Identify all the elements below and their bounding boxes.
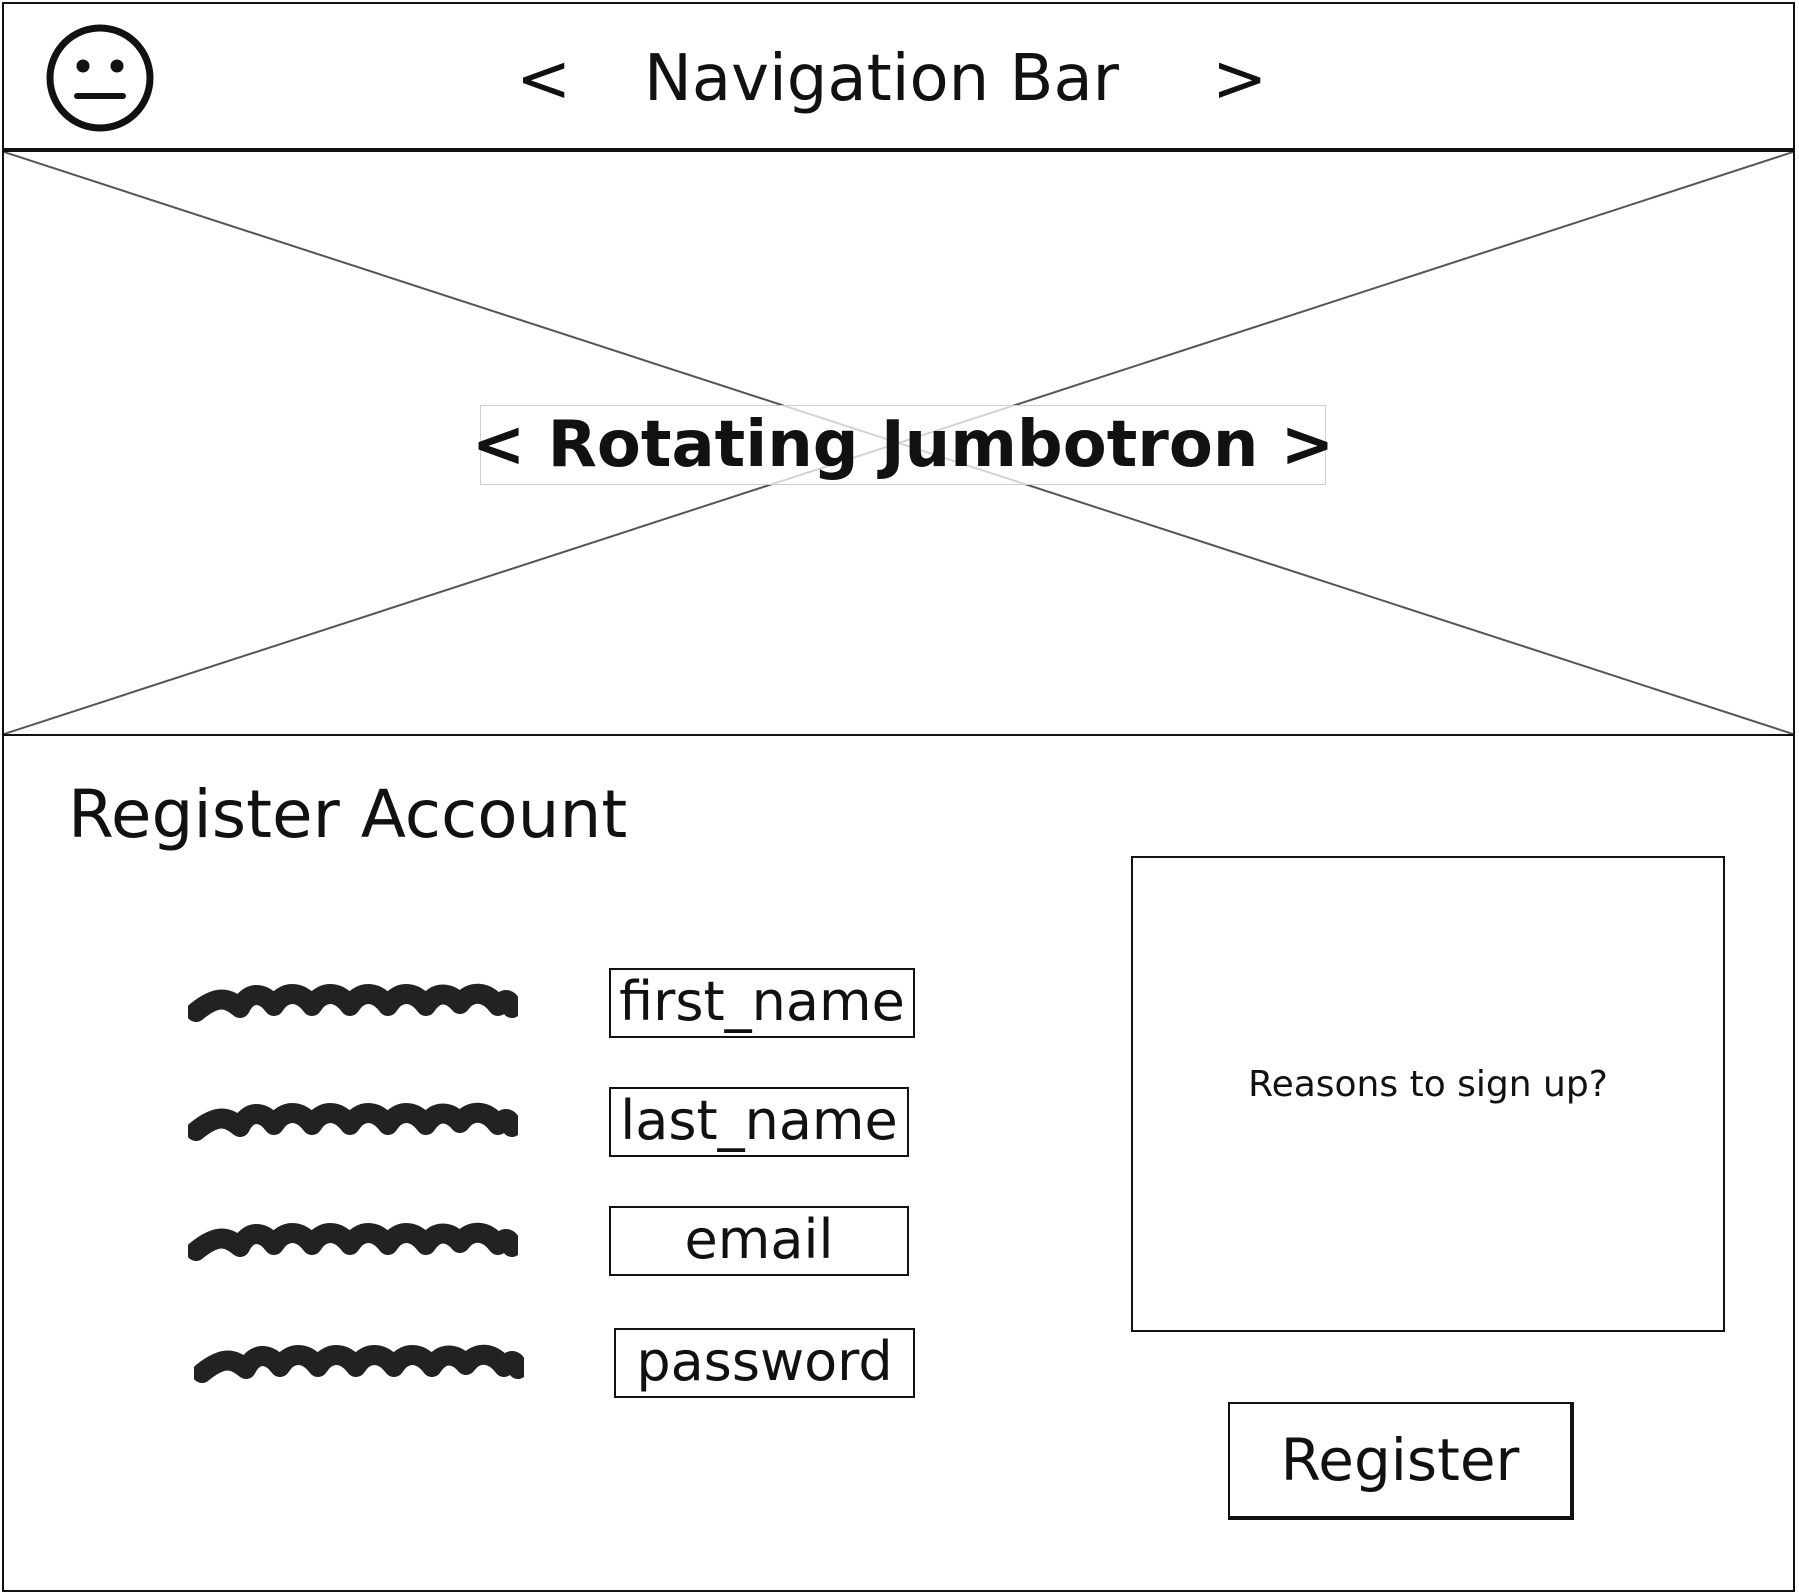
signup-reasons-text: Reasons to sign up? (1248, 1063, 1608, 1105)
jumbotron-caption: < Rotating Jumbotron > (472, 405, 1334, 485)
password-field[interactable]: password (614, 1328, 915, 1398)
form-title: Register Account (68, 776, 628, 853)
field-label-scribble (188, 983, 518, 1022)
nav-next-button[interactable]: > (1212, 40, 1268, 117)
neutral-face-icon[interactable] (44, 22, 156, 134)
signup-reasons-box: Reasons to sign up? (1131, 856, 1725, 1332)
last-name-field[interactable]: last_name (609, 1087, 909, 1157)
nav-prev-button[interactable]: < (516, 40, 572, 117)
nav-title: Navigation Bar (644, 42, 1119, 116)
field-label-scribble (194, 1344, 524, 1383)
navigation-bar: < Navigation Bar > (2, 2, 1795, 150)
rotating-jumbotron[interactable]: < Rotating Jumbotron > (2, 150, 1795, 736)
field-label-scribble (188, 1102, 518, 1141)
field-label-scribble (188, 1222, 518, 1261)
register-button[interactable]: Register (1228, 1402, 1574, 1520)
first-name-field[interactable]: first_name (609, 968, 915, 1038)
email-field[interactable]: email (609, 1206, 909, 1276)
